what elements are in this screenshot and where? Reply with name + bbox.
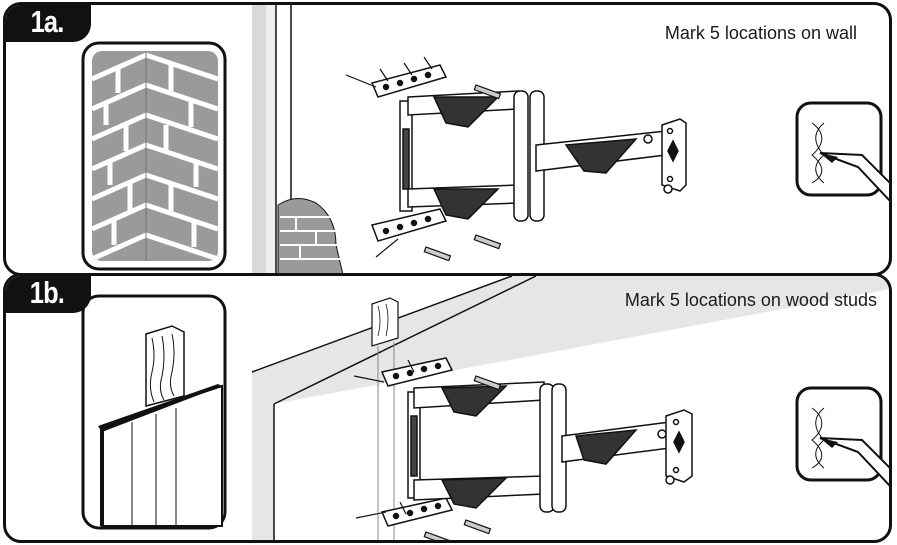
screw-markers bbox=[353, 359, 502, 540]
drywall-surface bbox=[251, 276, 889, 540]
screw-markers bbox=[345, 56, 502, 262]
step-1a-label: 1a. bbox=[6, 5, 91, 42]
wall-edge bbox=[252, 5, 344, 273]
pencil-mark-icon bbox=[795, 386, 889, 487]
step-1b-illustration bbox=[81, 276, 889, 540]
tv-wall-mount-bracket bbox=[370, 64, 687, 242]
step-1a-caption: Mark 5 locations on wall bbox=[664, 23, 857, 43]
tv-wall-mount-bracket bbox=[380, 357, 693, 527]
step-1b-panel: 1b. Mark 5 locations on wood studs bbox=[3, 273, 892, 543]
step-1b-label: 1b. bbox=[6, 276, 91, 313]
step-1a-illustration bbox=[81, 5, 889, 273]
pencil-mark-icon bbox=[795, 101, 889, 202]
step-1a-panel: 1a. Mark 5 locations on wall bbox=[3, 2, 892, 276]
step-1b-caption: Mark 5 locations on wood studs bbox=[624, 290, 877, 310]
brick-wall-icon bbox=[81, 41, 227, 271]
wood-stud-icon bbox=[81, 294, 227, 530]
